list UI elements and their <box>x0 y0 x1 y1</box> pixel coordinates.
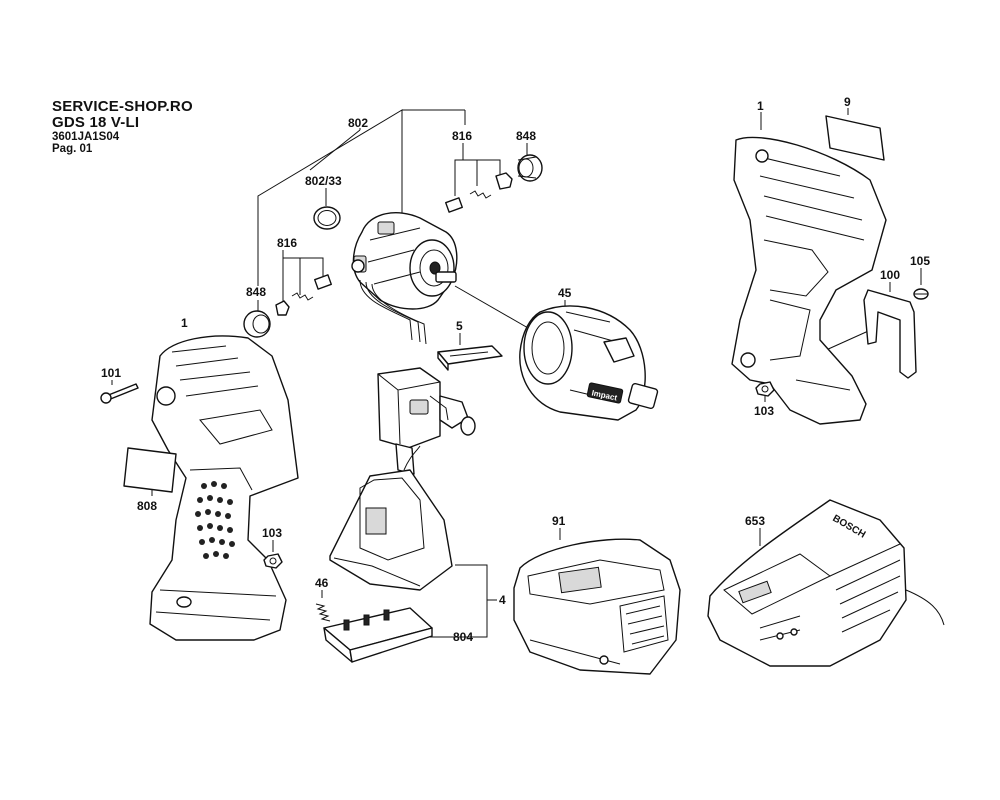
diagram-header: SERVICE-SHOP.RO GDS 18 V-LI 3601JA1S04 P… <box>52 99 193 155</box>
label-808: 808 <box>137 499 157 513</box>
label-4: 4 <box>499 593 506 607</box>
label-653: 653 <box>745 514 765 528</box>
label-103-left: 103 <box>262 526 282 540</box>
label-848-left: 848 <box>246 285 266 299</box>
label-103-right: 103 <box>754 404 774 418</box>
label-105: 105 <box>910 254 930 268</box>
battery-pack-91 <box>513 538 681 675</box>
label-9: 9 <box>844 95 851 109</box>
label-802-33: 802/33 <box>305 174 342 188</box>
label-816-top: 816 <box>452 129 472 143</box>
label-848-top: 848 <box>516 129 536 143</box>
nut-103-right <box>755 381 775 397</box>
nut-103-left <box>263 553 283 569</box>
label-804: 804 <box>453 630 473 644</box>
o-ring-802-33 <box>313 206 341 230</box>
electronics-module <box>329 445 453 591</box>
charger-653: BOSCH <box>707 499 945 667</box>
trigger-switch <box>377 367 476 475</box>
gear-housing-45: Impact <box>519 305 659 421</box>
screw-105 <box>913 288 929 300</box>
brushes-816-left <box>275 274 332 316</box>
motor-wires <box>359 279 427 345</box>
decal-9 <box>825 115 885 161</box>
part-labels: 802 802/33 816 848 816 848 45 5 1 101 80… <box>101 95 930 644</box>
label-5: 5 <box>456 319 463 333</box>
brush-caps-848-top <box>517 154 543 182</box>
label-1-left: 1 <box>181 316 188 330</box>
model-name: GDS 18 V-LI <box>52 113 140 131</box>
model-code: 3601JA1S04 <box>52 130 120 143</box>
contact-plate-5 <box>437 345 503 371</box>
housing-left-1 <box>149 335 299 641</box>
decal-808 <box>123 447 177 493</box>
label-45: 45 <box>558 286 572 300</box>
spring-46 <box>315 603 331 622</box>
brush-cap-848-left <box>243 310 271 338</box>
screw-101 <box>100 383 139 404</box>
motor-802 <box>351 212 458 310</box>
label-816-left: 816 <box>277 236 297 250</box>
belt-clip-100 <box>863 289 917 379</box>
label-91: 91 <box>552 514 566 528</box>
label-1-right: 1 <box>757 99 764 113</box>
page-number: Pag. 01 <box>52 142 93 155</box>
label-46: 46 <box>315 576 329 590</box>
battery-contact-plate-804 <box>323 607 433 663</box>
brushes-816-top <box>445 172 513 213</box>
label-100: 100 <box>880 268 900 282</box>
shop-name: SERVICE-SHOP.RO <box>52 98 193 115</box>
label-802: 802 <box>348 116 368 130</box>
housing-right-1 <box>731 136 887 425</box>
label-101: 101 <box>101 366 121 380</box>
